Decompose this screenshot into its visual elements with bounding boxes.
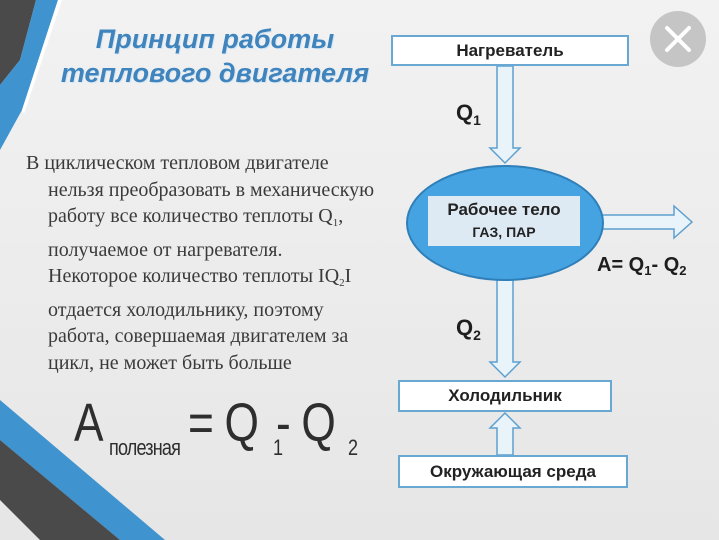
arrow-heater-to-body	[488, 65, 522, 165]
work-sub-1: 1	[644, 263, 652, 278]
formula-a: A	[74, 393, 104, 453]
formula-q2-sub: 2	[348, 435, 358, 460]
work-sub-2: 2	[679, 263, 687, 278]
text-line-5-sub: 2	[339, 277, 345, 289]
stripe-white-top	[22, 0, 62, 114]
arrow-work-out	[589, 204, 694, 240]
q1-sub: 1	[473, 112, 481, 128]
arrow-env-to-cooler	[488, 411, 522, 456]
text-line-3-sub: 1	[332, 217, 339, 229]
text-line-3-main: работу все количество теплоты Q	[48, 205, 333, 227]
stripe-dark-bottom	[0, 440, 120, 540]
text-line-6: отдается холодильнику, поэтому	[48, 298, 324, 321]
formula-q1-sub: 1	[273, 435, 283, 460]
q2-sub: 2	[473, 327, 481, 343]
title-line-1: Принцип работы	[95, 24, 335, 54]
text-line-1: В циклическом тепловом двигателе	[26, 152, 329, 174]
text-line-7: работа, совершаемая двигателем за	[48, 325, 349, 347]
working-body-subtitle: ГАЗ, ПАР	[472, 224, 536, 240]
work-minus-q: - Q	[651, 254, 680, 276]
work-label: A= Q1- Q2	[597, 254, 687, 278]
title-line-2: теплового двигателя	[60, 58, 370, 88]
arrow-body-to-cooler	[488, 279, 522, 379]
stripe-blue-top	[0, 0, 58, 150]
text-line-4: получаемое от нагревателя.	[48, 238, 283, 261]
formula-eq-q1: = Q	[187, 393, 259, 453]
stripe-dark-top	[0, 0, 36, 85]
formula-minus-q2: - Q	[276, 393, 336, 453]
q2-label: Q2	[456, 315, 481, 343]
formula-a-sub: полезная	[109, 435, 181, 460]
text-line-8: цикл, не может быть больше	[48, 351, 292, 374]
text-line-5-end: I	[344, 265, 352, 287]
text-line-2: нельзя преобразовать в механическую	[48, 178, 375, 201]
work-a: A= Q	[597, 254, 645, 276]
text-line-3: работу все количество теплоты Q1,	[26, 203, 411, 237]
working-body-label: Рабочее тело ГАЗ, ПАР	[428, 196, 580, 246]
explanation-text: В циклическом тепловом двигателе нельзя …	[26, 150, 411, 376]
environment-box: Окружающая среда	[398, 455, 628, 488]
heater-box: Нагреватель	[391, 35, 629, 66]
close-button[interactable]	[650, 11, 706, 67]
q2-letter: Q	[456, 315, 474, 340]
text-line-5: Некоторое количество теплоты IQ2I	[26, 263, 411, 297]
cooler-box: Холодильник	[398, 380, 612, 412]
text-line-5-main: Некоторое количество теплоты IQ	[48, 265, 340, 287]
slide-title: Принцип работы теплового двигателя	[50, 22, 380, 90]
q1-label: Q1	[456, 100, 481, 128]
q1-letter: Q	[456, 100, 474, 125]
stripe-blue-bottom	[0, 400, 165, 540]
close-icon	[665, 26, 691, 52]
text-line-3-end: ,	[338, 205, 344, 227]
working-body-title: Рабочее тело	[447, 200, 561, 219]
